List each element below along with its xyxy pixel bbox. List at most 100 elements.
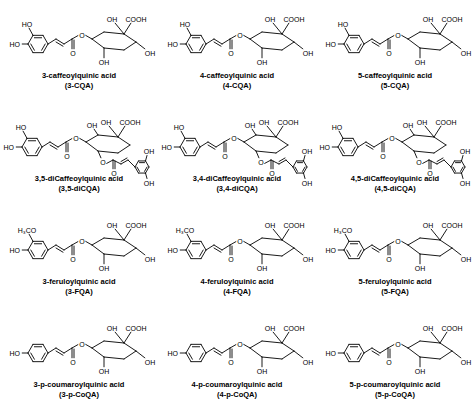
atom-label: OH [422,325,435,332]
bond-line [180,250,186,251]
bond-line [267,126,276,137]
bond-line [402,241,409,245]
atom-label: O [388,135,395,142]
bond-line [43,353,48,362]
bond-line [230,245,231,255]
bond-line [191,35,201,36]
atom-label: O [385,359,392,366]
bond-line [232,349,233,358]
bond-line [262,32,282,34]
bond-line [50,142,58,147]
bond-line [382,142,383,152]
atom-label: H₃CO [175,227,195,234]
atom-label: COOH [125,16,148,23]
bond-line [222,39,230,44]
bond-line [282,351,294,359]
bond-line [408,238,420,245]
bond-line [359,344,364,353]
bond-line [293,167,297,173]
bond-line [256,151,276,153]
bond-line [304,167,308,173]
atom-label: OH [106,325,119,332]
bond-line [124,332,131,343]
atom-label: O [227,359,234,366]
bond-line [80,138,87,142]
bond-line [124,240,136,248]
bond-line [43,344,48,353]
bond-line [135,167,139,173]
bond-line [343,155,353,156]
bond-line [402,344,409,348]
bond-line [440,248,452,256]
bond-line [206,348,214,353]
bond-line [186,353,191,362]
bond-line [118,137,130,145]
bond-line [372,348,380,353]
bond-line [22,147,27,156]
bond-line [349,241,359,242]
atom-label: O [230,135,237,142]
bond-line [462,156,464,161]
bond-line [364,39,372,44]
bond-line [451,161,455,167]
bond-line [22,250,28,251]
bond-line [146,167,150,173]
bond-line [429,160,430,169]
compound-abbreviation: (3,5-diCQA) [58,185,99,193]
bond-line [440,229,447,240]
atom-label: OH [301,148,314,155]
compound-abbreviation: (4-FQA) [223,288,251,296]
atom-label: COOH [441,222,464,229]
bond-line [43,35,48,44]
bond-line [345,28,349,35]
bond-line [262,254,263,264]
bond-line [294,351,303,358]
bond-line [250,39,262,48]
bond-line [222,245,230,250]
atom-label: OH [144,256,157,263]
bond-line [440,240,452,248]
bond-line [420,357,440,359]
bond-line [297,173,304,174]
bond-line [214,248,221,252]
atom-label: HO [337,21,350,28]
bond-line [262,48,282,50]
bond-line [276,137,288,145]
bond-line [453,167,456,171]
atom-label: OH [143,148,156,155]
atom-label: COOH [277,119,300,126]
bond-line [187,28,191,35]
atom-label: HO [9,41,22,48]
bond-line [206,39,214,44]
bond-line [74,246,75,255]
compound-abbreviation: (5-p-CoQA) [375,391,415,399]
bond-line [273,23,282,34]
atom-label: COOH [119,119,142,126]
bond-line [86,135,98,142]
bond-line [359,35,364,44]
bond-line [66,142,67,152]
atom-label: OH [414,368,427,375]
bond-line [358,44,362,50]
bond-line [56,248,63,252]
bond-line [402,142,414,151]
atom-label: O [385,256,392,263]
bond-line [461,167,464,171]
bond-line [33,344,43,345]
bond-line [58,142,66,147]
bond-line [244,241,251,245]
bond-line [208,142,216,147]
compound-abbreviation: (4-p-CoQA) [217,391,257,399]
bond-line [195,147,200,156]
bond-line [359,44,364,53]
bond-line [124,229,131,240]
bond-line [27,138,37,139]
bond-line [462,173,464,178]
bond-line [28,140,35,141]
bond-line [410,129,414,135]
bond-line [414,151,417,158]
bond-line [43,250,48,259]
bond-line [174,147,180,148]
atom-label: O [236,238,243,245]
